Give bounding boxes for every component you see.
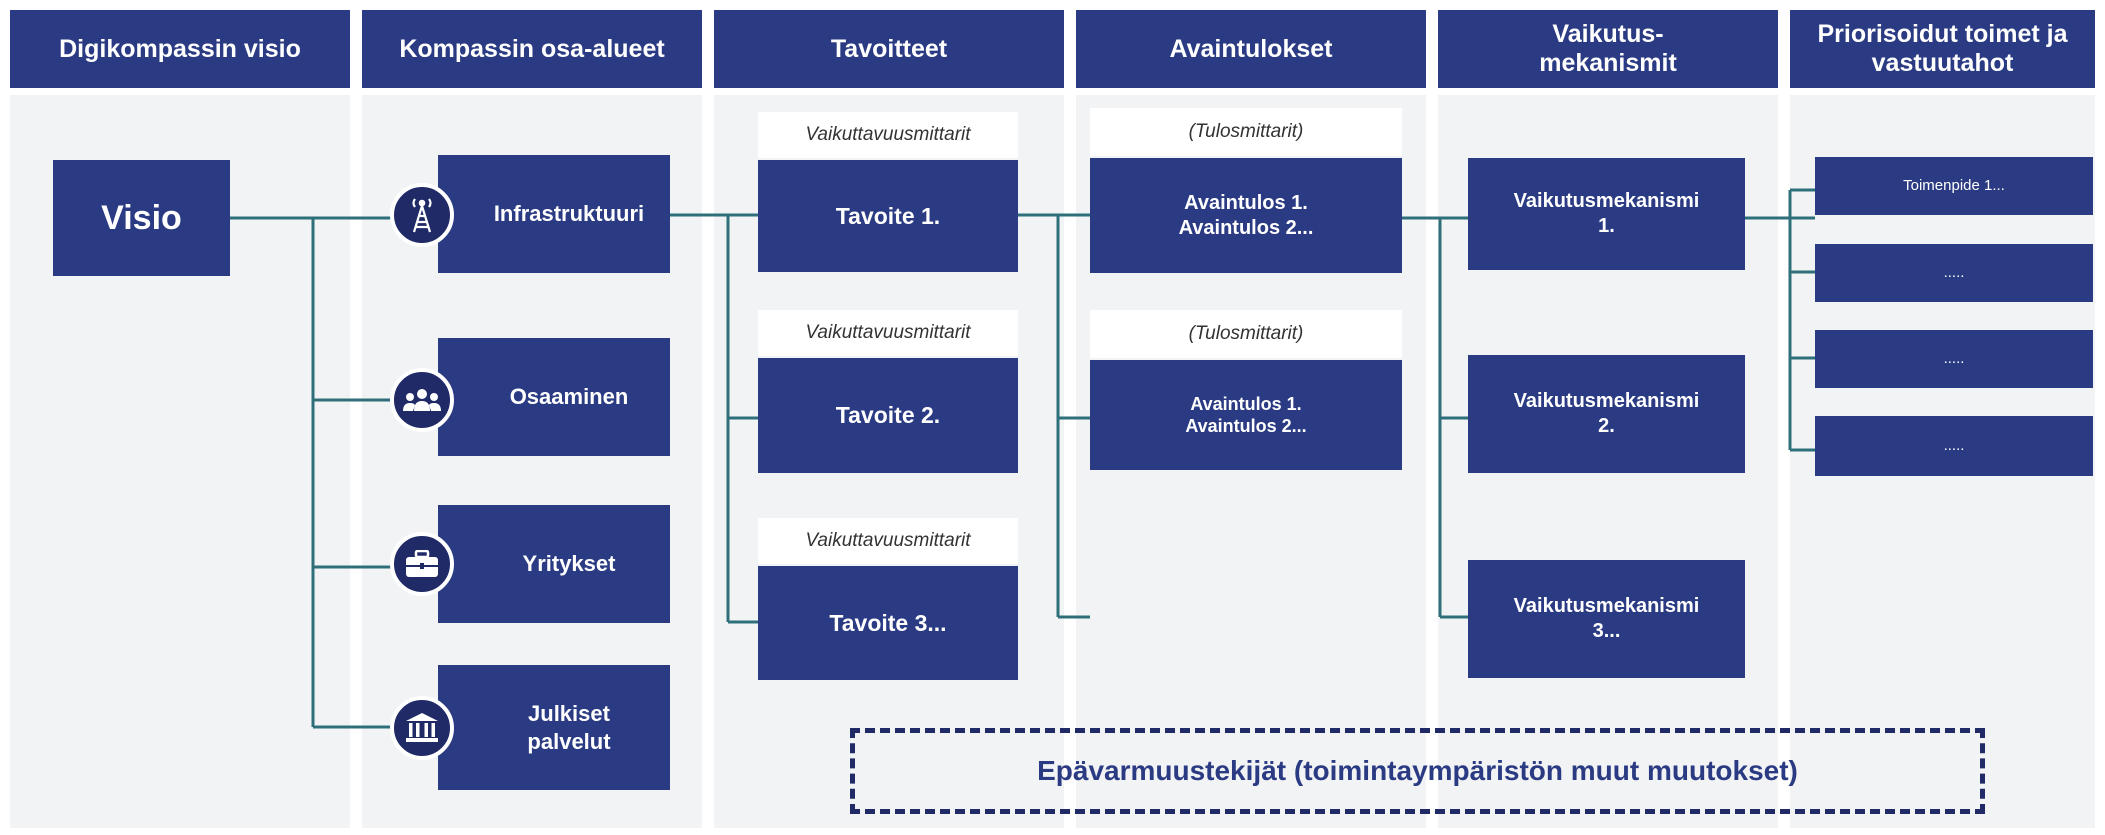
mechanism-box: Vaikutusmekanismi 3... (1468, 560, 1745, 678)
header-actions: Priorisoidut toimet ja vastuutahot (1790, 10, 2095, 88)
action-box: ..... (1815, 244, 2093, 302)
result-metric-label: (Tulosmittarit) (1090, 310, 1402, 358)
goal-metric-label: Vaikuttavuusmittarit (758, 518, 1018, 564)
header-goals: Tavoitteet (714, 10, 1064, 88)
header-results: Avaintulokset (1076, 10, 1426, 88)
goal-box: Tavoite 3... (758, 566, 1018, 680)
goal-box: Tavoite 2. (758, 358, 1018, 473)
action-box: ..... (1815, 416, 2093, 476)
mechanism-box: Vaikutusmekanismi 1. (1468, 158, 1745, 270)
action-box: Toimenpide 1... (1815, 157, 2093, 215)
action-box: ..... (1815, 330, 2093, 388)
result-box: Avaintulos 1. Avaintulos 2... (1090, 360, 1402, 470)
goal-metric-label: Vaikuttavuusmittarit (758, 310, 1018, 356)
briefcase-icon (390, 532, 454, 596)
goal-box: Tavoite 1. (758, 160, 1018, 272)
area-infrastructure: Infrastruktuuri (438, 155, 670, 273)
area-skills: Osaaminen (438, 338, 670, 456)
area-businesses: Yritykset (438, 505, 670, 623)
antenna-tower-icon (390, 183, 454, 247)
uncertainty-label: Epävarmuustekijät (toimintaympäristön mu… (1037, 755, 1798, 786)
mechanism-box: Vaikutusmekanismi 2. (1468, 355, 1745, 473)
area-public-services: Julkiset palvelut (438, 665, 670, 790)
header-mechanisms: Vaikutus- mekanismit (1438, 10, 1778, 88)
goal-metric-label: Vaikuttavuusmittarit (758, 112, 1018, 158)
vision-box: Visio (53, 160, 230, 276)
government-building-icon (390, 696, 454, 760)
header-vision: Digikompassin visio (10, 10, 350, 88)
result-metric-label: (Tulosmittarit) (1090, 108, 1402, 156)
people-group-icon (390, 368, 454, 432)
uncertainty-box: Epävarmuustekijät (toimintaympäristön mu… (850, 728, 1985, 814)
header-areas: Kompassin osa-alueet (362, 10, 702, 88)
result-box: Avaintulos 1. Avaintulos 2... (1090, 158, 1402, 273)
